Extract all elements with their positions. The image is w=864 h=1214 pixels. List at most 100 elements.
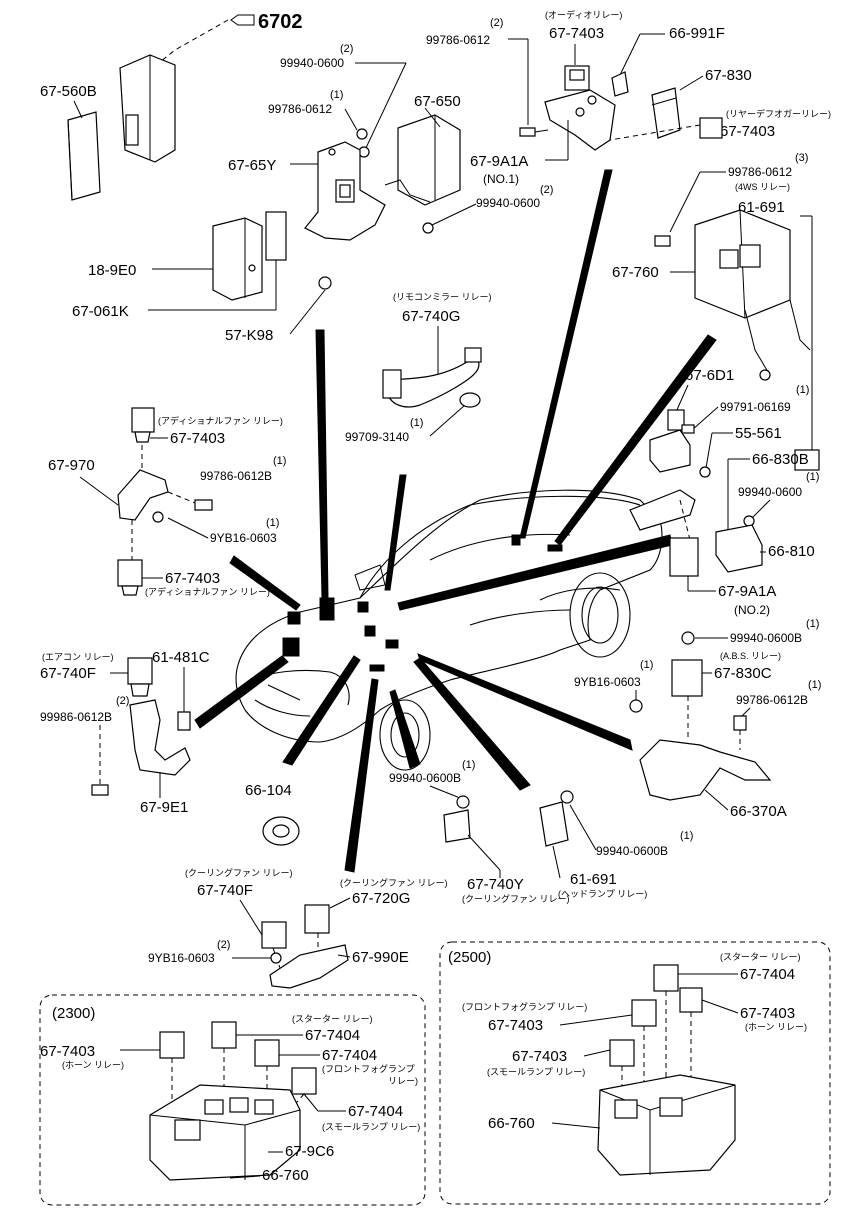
- car-illustration: [235, 489, 663, 771]
- label-67-6D1: 67-6D1: [685, 367, 734, 384]
- qty-99786-0612-top: (2): [490, 17, 503, 29]
- top-right-cluster: (3) 99786-0612 (4WS リレー) 61-691 67-760: [612, 152, 820, 471]
- control-unit-6702: [119, 54, 176, 163]
- relay-67-720G: [304, 904, 330, 934]
- label-67-9A1A-no1: 67-9A1A: [470, 153, 528, 170]
- qty-99986-0612B: (2): [116, 695, 129, 707]
- label-99786-0612-4ws: 99786-0612: [728, 165, 792, 179]
- label-66-830B: 66-830B: [752, 451, 809, 468]
- label-99940-0600-c: 99940-0600: [738, 485, 802, 499]
- bolt-99786-0612B-a: [194, 499, 213, 511]
- qty-99786-0612B-b: (1): [808, 679, 821, 691]
- label-67-9C6: 67-9C6: [285, 1143, 334, 1160]
- label-67-7403-small-2500: 67-7403: [512, 1048, 567, 1065]
- jp-aircon-relay: (エアコン リレー): [42, 652, 114, 662]
- jp-starter-2300: (スターター リレー): [292, 1014, 373, 1024]
- label-67-650: 67-650: [414, 93, 461, 110]
- label-67-7404-starter-2300: 67-7404: [305, 1027, 360, 1044]
- qty-99791-06169: (1): [796, 384, 809, 396]
- relay-starter-2300: [211, 1021, 237, 1049]
- label-67-740F-cool: 67-740F: [197, 882, 253, 899]
- label-67-740Y: 67-740Y: [467, 876, 524, 893]
- label-67-7404-small-2300: 67-7404: [348, 1103, 403, 1120]
- bolt-4ws: [654, 235, 671, 247]
- label-67-740F: 67-740F: [40, 665, 96, 682]
- bracket-67-9E1: [129, 699, 191, 776]
- bracket-66-370A: [639, 739, 772, 801]
- label-99940-0600B-c: 99940-0600B: [730, 631, 802, 645]
- relay-small-2300: [291, 1067, 317, 1095]
- label-67-7403-fan1: 67-7403: [170, 430, 225, 447]
- flasher-67-830: [651, 87, 681, 139]
- label-67-830: 67-830: [705, 67, 752, 84]
- jp-4ws-relay: (4WS リレー): [735, 182, 790, 192]
- qty-99940-0600B-a: (1): [462, 759, 475, 771]
- section-2500-title: (2500): [448, 949, 491, 966]
- qty-9YB16-0603-a: (1): [266, 517, 279, 529]
- label-67-7403-horn-2300: 67-7403: [40, 1043, 95, 1060]
- qty-99940-0600-b: (2): [540, 184, 553, 196]
- label-99940-0600-b: 99940-0600: [476, 196, 540, 210]
- qty-99940-0600-a: (2): [340, 43, 353, 55]
- relay-horn-2500: [679, 987, 703, 1013]
- relay-67-830C: [671, 659, 703, 697]
- label-67-7403-defog: 67-7403: [720, 123, 775, 140]
- jp-fog-2300-a: (フロントフォグランプ: [322, 1063, 415, 1074]
- relay-67-560B: [67, 111, 101, 201]
- relay-defogger: [699, 117, 723, 139]
- qty-9YB16-0603-c: (2): [217, 939, 230, 951]
- label-99709-3140: 99709-3140: [345, 430, 409, 444]
- top-center-cluster: (2) 99786-0612 (オーディオリレー) 67-7403 67-9A1…: [426, 9, 831, 186]
- jp-horn-2300: (ホーン リレー): [62, 1060, 124, 1070]
- sheet-67-061K: [265, 211, 287, 261]
- label-66-760-2500: 66-760: [488, 1115, 535, 1132]
- relay-66-830B: [715, 524, 763, 573]
- jp-cooling-fan-y: (クーリングファン リレー): [462, 893, 570, 904]
- relay-small-2500: [609, 1039, 635, 1067]
- relay-fog-2300: [254, 1039, 280, 1067]
- label-no2: (NO.2): [734, 603, 770, 617]
- label-57-K98: 57-K98: [225, 327, 273, 344]
- relay-fog-2500: [631, 999, 657, 1027]
- jp-audio-relay: (オーディオリレー): [545, 9, 622, 20]
- label-66-104: 66-104: [245, 782, 292, 799]
- harness-67-740G: [387, 358, 480, 408]
- jp-cooling-fan-g: (クーリングファン リレー): [340, 877, 448, 888]
- label-no1: (NO.1): [483, 172, 519, 186]
- cooling-fan-cluster: (クーリングファン リレー) 67-740F (クーリングファン リレー) 67…: [148, 867, 448, 989]
- relay-aircon: [127, 657, 153, 685]
- label-67-7403-fan2: 67-7403: [165, 570, 220, 587]
- header-part-number: 6702: [258, 11, 303, 33]
- relay-fan-1: [131, 407, 155, 433]
- bracket-55-561: [629, 489, 696, 531]
- section-2300: (2300) 67-7403 (ホーン リレー) (スターター リレー) 67-…: [39, 994, 426, 1206]
- label-67-7403-top: 67-7403: [549, 25, 604, 42]
- relay-67-740Y: [443, 809, 471, 843]
- connector-icon: [230, 14, 255, 26]
- relay-starter-2500: [653, 964, 679, 992]
- label-99786-0612-a: 99786-0612: [268, 102, 332, 116]
- label-67-7403-fog-2500: 67-7403: [488, 1017, 543, 1034]
- left-lower-cluster: (エアコン リレー) 67-740F 61-481C (2) 99986-061…: [40, 649, 210, 816]
- relay-horn-2300: [159, 1031, 185, 1059]
- top-left-cluster: 67-560B (2) 99940-0600 (1) 99786-0612 67…: [40, 43, 553, 344]
- bolt-99986-0612B: [91, 784, 109, 796]
- qty-99786-0612-4ws: (3): [795, 152, 808, 164]
- qty-99940-0600-c: (1): [806, 471, 819, 483]
- relay-box-66-760-2300: [149, 1084, 301, 1181]
- label-67-7404-fog-2300: 67-7404: [322, 1047, 377, 1064]
- clip-66-991F: [611, 71, 629, 97]
- grommet-57-K98: [318, 276, 332, 290]
- grommet-66-104-group: 66-104: [245, 782, 300, 846]
- jp-additional-fan-2: (アディショナルファン リレー): [145, 586, 270, 597]
- right-middle-cluster: 67-6D1 (1) 99791-06169 55-561 66-830B (1…: [629, 367, 819, 617]
- relay-box-66-760-2500: [597, 1074, 736, 1176]
- relay-fan-2: [117, 559, 143, 587]
- jp-starter-2500: (スターター リレー): [720, 952, 801, 962]
- label-67-990E: 67-990E: [352, 949, 409, 966]
- relay-67-740F-cool: [261, 921, 287, 949]
- relay-61-691-head: [539, 801, 569, 847]
- section-2300-title: (2300): [52, 1005, 95, 1022]
- jp-horn-2500: (ホーン リレー): [745, 1022, 807, 1032]
- jp-small-2300: (スモールランプ リレー): [322, 1122, 420, 1132]
